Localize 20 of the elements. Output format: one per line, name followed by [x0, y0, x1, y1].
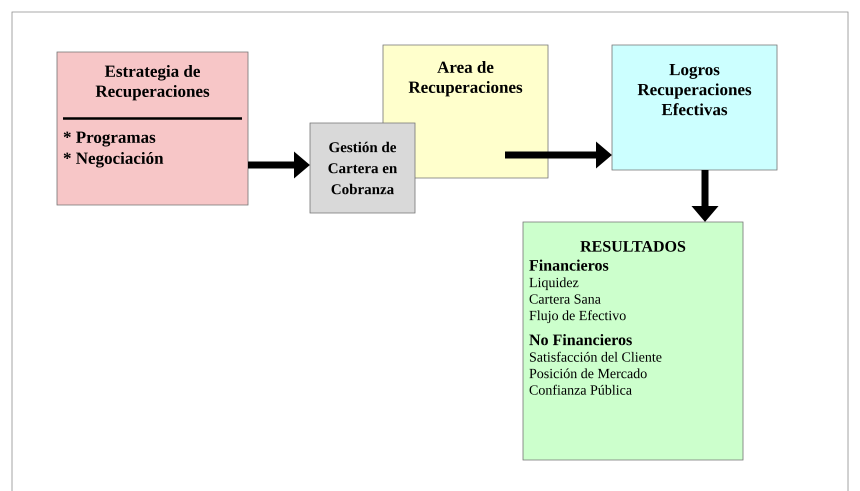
list-item: Confianza Pública — [530, 384, 632, 395]
text-box — [612, 44, 778, 170]
list-item: Liquidez — [529, 277, 578, 290]
heading: Estrategia de Recuperaciones — [96, 65, 210, 100]
heading: Area de Recuperaciones — [408, 61, 522, 96]
box-label: Gestión de Cartera en Cobranza — [328, 142, 398, 194]
heading: Financieros — [529, 260, 608, 271]
list-item: Cartera Sana — [530, 294, 601, 304]
text-box — [310, 122, 416, 214]
list-item: * Negociación — [64, 152, 164, 168]
heading: Logros Recuperaciones Efectivas — [638, 64, 752, 116]
list-item: Satisfacción del Cliente — [530, 352, 662, 362]
list-item: Flujo de Efectivo — [529, 310, 626, 324]
heading: No Financieros — [529, 334, 632, 346]
heading: RESULTADOS — [580, 241, 686, 252]
list-item: Posición de Mercado — [529, 368, 647, 378]
text-box — [382, 44, 548, 178]
list-item: * Programas — [64, 132, 156, 147]
text-box — [56, 52, 248, 206]
text-box — [522, 222, 744, 460]
